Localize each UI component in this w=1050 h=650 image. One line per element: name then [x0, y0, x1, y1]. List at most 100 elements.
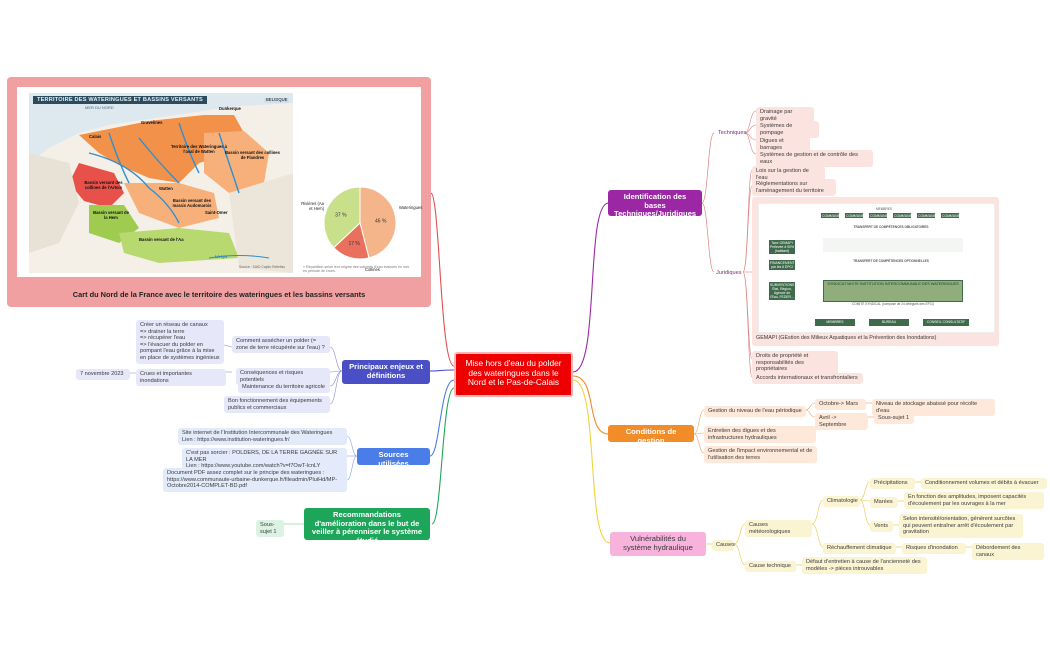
source-site[interactable]: Site internet de l'Institution Intercomm… — [178, 428, 347, 446]
subtopic-juridiques[interactable]: Juridiques — [716, 270, 742, 276]
juridique-item-3[interactable]: Droits de propriété et responsabilités d… — [752, 351, 838, 375]
gemapi-diagram: MEMBRES COMMUNE COMMUNE COMMUNE COMMUNE … — [758, 203, 995, 333]
vuln-marees[interactable]: Marées — [870, 497, 898, 508]
topic-recommandations[interactable]: Recommandations d'amélioration dans le b… — [304, 508, 430, 545]
enjeux-maintenance[interactable]: Maintenance du territoire agricole — [238, 382, 330, 393]
gemapi-image-node[interactable]: MEMBRES COMMUNE COMMUNE COMMUNE COMMUNE … — [752, 197, 999, 346]
enjeux-assecher[interactable]: Comment assécher un polder (= zone de te… — [232, 336, 330, 354]
gemapi-comite: COMITÉ SYNDICAL (composé de 24 délégués … — [851, 302, 935, 306]
condition-sous-sujet[interactable]: Sous-sujet 1 — [874, 413, 914, 424]
map-label-saint-omer: Saint-Omer — [205, 210, 228, 215]
vuln-vents[interactable]: Vents — [870, 521, 893, 532]
vuln-vents-detail[interactable]: Selon intensité/orientation, génèrent su… — [899, 514, 1023, 538]
pie-value-label-2: 17 % — [348, 241, 360, 247]
map-caption: Cart du Nord de la France avec le territ… — [72, 290, 366, 299]
topic-sources[interactable]: Sources utilisées — [357, 448, 430, 467]
root-topic[interactable]: Mise hors d'eau du polder des wateringue… — [454, 352, 573, 397]
juridique-item-4[interactable]: Accords internationaux et transfrontalie… — [752, 373, 863, 384]
vuln-precipitations-detail[interactable]: Conditionnement volumes et débits à évac… — [921, 478, 1047, 489]
map-label-gravelines: Gravelines — [141, 120, 163, 125]
pie-label-collines: Collines — [365, 267, 380, 272]
technique-item-4[interactable]: Systèmes de gestion et de contrôle des e… — [756, 150, 873, 168]
map-label-flandres: Bassin versant des collines de Flandres — [225, 150, 280, 160]
enjeux-consequences[interactable]: Conséquences et risques potentiels — [236, 368, 330, 386]
condition-entretien[interactable]: Entretien des digues et des infrastructu… — [704, 426, 816, 444]
topic-conditions[interactable]: Conditions de gestion — [608, 425, 694, 444]
gemapi-conseil: CONSEIL CONSULTATIF — [923, 319, 969, 326]
technique-item-3[interactable]: Digues et barrages — [756, 136, 810, 154]
recommandations-sous-sujet[interactable]: Sous-sujet 1 — [256, 520, 284, 538]
condition-niveau[interactable]: Gestion du niveau de l'eau périodique — [704, 406, 806, 417]
topic-enjeux[interactable]: Principaux enjeux et définitions — [342, 360, 430, 384]
gemapi-commune-6: COMMUNE — [941, 213, 960, 218]
vuln-technique-detail[interactable]: Défaut d'entretien à cause de l'ancienne… — [802, 557, 927, 575]
gemapi-caption: GEMAPI (GEstion des Milieux Aquatiques e… — [756, 335, 937, 341]
vuln-technique[interactable]: Cause technique — [745, 561, 796, 572]
map-sea-label: MER DU NORD — [85, 105, 114, 110]
gemapi-transfert-optionnelles: TRANSFERT DE COMPÉTENCES OPTIONNELLES — [853, 259, 929, 263]
vuln-causes[interactable]: Causes — [712, 540, 735, 551]
map-image: TERRITOIRE DES WATERINGUES ET BASSINS VE… — [17, 87, 423, 277]
map-label-hem: Bassin versant de la Hem — [93, 210, 129, 220]
wateringues-map: TERRITOIRE DES WATERINGUES ET BASSINS VE… — [29, 93, 293, 273]
condition-impact[interactable]: Gestion de l'impact environnemental et d… — [704, 446, 817, 464]
map-label-dunkerque: Dunkerque — [219, 106, 241, 111]
enjeux-fonctionnement[interactable]: Bon fonctionnement des équipements publi… — [224, 396, 330, 414]
map-label-watten: Watten — [159, 186, 173, 191]
map-drawing — [29, 93, 293, 273]
gemapi-taxe: Taxe GEMAPI Prélevée à 90% (habitant) — [769, 240, 795, 254]
gemapi-syndicat: SYNDICAT MIXTE INSTITUTION INTERCOMMUNAL… — [823, 280, 963, 302]
juridique-item-1[interactable]: Lois sur la gestion de l'eau — [752, 166, 825, 184]
pie-slice-1 — [359, 186, 397, 259]
gemapi-commune-4: COMMUNE — [893, 213, 912, 218]
enjeux-assecher-detail[interactable]: Créer un réseau de canaux => drainer la … — [136, 320, 224, 364]
map-title: TERRITOIRE DES WATERINGUES ET BASSINS VE… — [33, 96, 207, 104]
technique-item-2[interactable]: Systèmes de pompage — [756, 121, 819, 139]
vuln-meteo[interactable]: Causes météorologiques — [745, 520, 812, 538]
map-source: Source : SIAD Capito Reliefsio — [239, 265, 286, 269]
vuln-rechauffement[interactable]: Réchauffement climatique — [823, 543, 896, 554]
pie-note: » Répartition selon leur origine des vol… — [303, 265, 410, 274]
source-video[interactable]: C'est pas sorcier : POLDERS, DE LA TERRE… — [182, 448, 347, 472]
gemapi-financement: FINANCEMENT par les 6 EPCI — [769, 260, 795, 270]
vuln-climatologie[interactable]: Climatologie — [823, 496, 860, 507]
juridique-item-2[interactable]: Réglementations sur l'aménagement du ter… — [752, 179, 836, 197]
source-pdf[interactable]: Document PDF assez complet sur le princi… — [163, 468, 347, 492]
topic-vulnerabilites[interactable]: Vulnérabilités du système hydraulique — [610, 532, 706, 556]
map-label-calais: Calais — [89, 134, 102, 139]
condition-octobre-detail[interactable]: Niveau de stockage abaissé pour récolte … — [872, 399, 995, 417]
gemapi-commune-1: COMMUNE — [821, 213, 840, 218]
condition-avril[interactable]: Avril -> Septembre — [815, 413, 868, 431]
pie-value-label-1: 46 % — [375, 218, 387, 224]
gemapi-membres: MEMBRES — [875, 207, 893, 211]
condition-octobre[interactable]: Octobre-> Mars — [815, 399, 866, 410]
vuln-marees-detail[interactable]: En fonction des amplitudes, imposent cap… — [904, 492, 1044, 510]
gemapi-commune-3: COMMUNE — [869, 213, 888, 218]
vuln-precipitations[interactable]: Précipitations — [870, 478, 915, 489]
technique-item-1[interactable]: Drainage par gravité — [756, 107, 814, 125]
map-label-la-lys: La Lys — [215, 254, 228, 259]
map-label-artois: Bassin versant des collines de l'Artois — [84, 180, 123, 190]
pie-label-rivieres: Rivières (Aa et Hem) — [301, 201, 324, 211]
subtopic-techniques[interactable]: Techniques — [718, 130, 747, 136]
pie-chart: 46 % 17 % 37 % — [323, 186, 397, 260]
pie-value-label-0: 37 % — [335, 213, 347, 219]
topic-identification[interactable]: Identification des bases Techniques/Juri… — [608, 190, 702, 218]
enjeux-crues[interactable]: Crues et importantes inondations — [136, 369, 226, 387]
enjeux-date[interactable]: 7 novembre 2023 — [76, 369, 130, 380]
gemapi-membres-box: MEMBRES — [815, 319, 855, 326]
gemapi-subventions: SUBVENTIONS État, Région, Agence de l'Ea… — [769, 282, 795, 300]
vuln-debordement[interactable]: Débordement des canaux — [972, 543, 1044, 561]
gemapi-logos — [823, 238, 963, 252]
gemapi-commune-2: COMMUNE — [845, 213, 864, 218]
gemapi-commune-5: COMMUNE — [917, 213, 936, 218]
vuln-risques[interactable]: Risques d'inondation — [902, 543, 966, 554]
gemapi-transfert-obligatoires: TRANSFERT DE COMPÉTENCES OBLIGATOIRES — [853, 225, 929, 229]
map-label-marais: Bassin versant des marais Audomarois — [172, 198, 212, 208]
map-label-territoire: Territoire des Wateringues à l'aval de W… — [170, 144, 228, 154]
pie-label-wateringues: Wateringues — [399, 205, 423, 210]
map-image-card[interactable]: TERRITOIRE DES WATERINGUES ET BASSINS VE… — [7, 77, 431, 307]
gemapi-bureau: BUREAU — [869, 319, 909, 326]
map-label-aa: Bassin versant de l'Aa — [139, 237, 184, 242]
